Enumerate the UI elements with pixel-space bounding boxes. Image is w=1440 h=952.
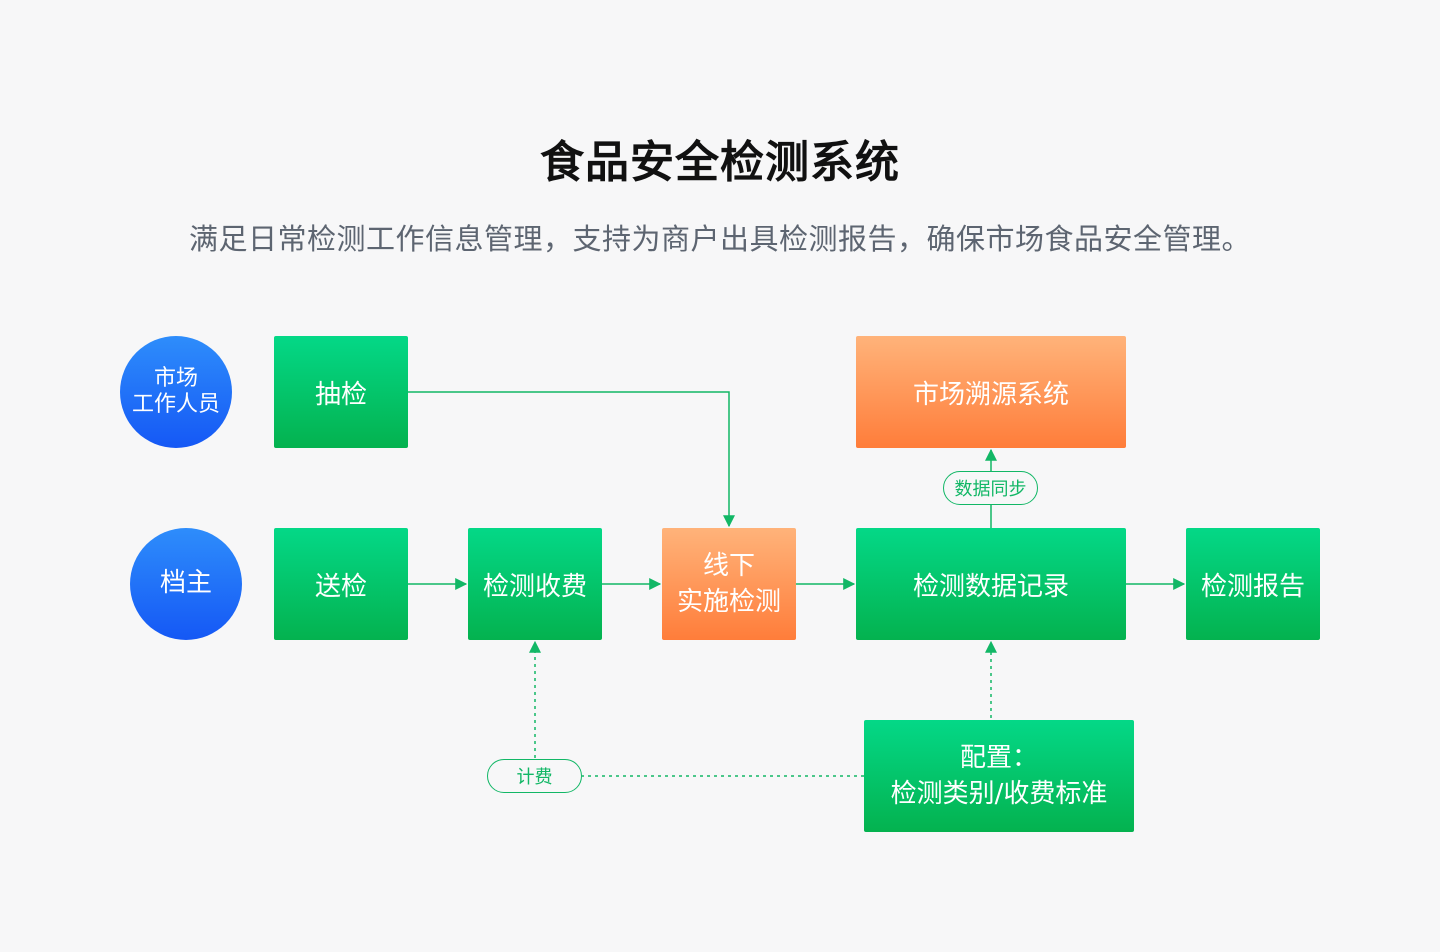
node-config-line1: 配置： — [959, 742, 1038, 773]
node-config: 配置： 检测类别/收费标准 — [864, 720, 1134, 832]
actor-stall-owner: 档主 — [130, 528, 242, 640]
node-test-data-record-label: 检测数据记录 — [912, 571, 1069, 602]
edge-label-billing: 计费 — [487, 759, 582, 793]
edge-label-billing-text: 计费 — [516, 767, 553, 788]
node-spot-check-label: 抽检 — [314, 379, 367, 410]
node-traceability-system-label: 市场溯源系统 — [912, 379, 1069, 410]
node-config-line2: 检测类别/收费标准 — [890, 779, 1108, 809]
node-submit-check-label: 送检 — [314, 571, 367, 602]
node-test-fee: 检测收费 — [468, 528, 602, 640]
actor-market-staff-line2: 工作人员 — [131, 392, 220, 417]
node-test-report-label: 检测报告 — [1200, 571, 1305, 602]
edge-label-data-sync: 数据同步 — [943, 471, 1038, 505]
node-spot-check: 抽检 — [274, 336, 408, 448]
actor-market-staff-line1: 市场 — [153, 365, 198, 391]
node-test-fee-label: 检测收费 — [482, 571, 587, 602]
edge-spot-check-to-offline-test — [408, 391, 735, 528]
actor-stall-owner-label: 档主 — [159, 568, 212, 599]
actor-market-staff: 市场 工作人员 — [120, 336, 232, 448]
node-offline-test-line1: 线下 — [702, 550, 755, 581]
node-offline-test: 线下 实施检测 — [662, 528, 796, 640]
page-title: 食品安全检测系统 — [540, 137, 900, 188]
page-subtitle: 满足日常检测工作信息管理，支持为商户出具检测报告，确保市场食品安全管理。 — [188, 222, 1251, 256]
node-test-data-record: 检测数据记录 — [856, 528, 1126, 640]
node-traceability-system: 市场溯源系统 — [856, 336, 1126, 448]
node-offline-test-line2: 实施检测 — [676, 587, 781, 617]
node-submit-check: 送检 — [274, 528, 408, 640]
edge-label-data-sync-text: 数据同步 — [954, 479, 1027, 500]
node-test-report: 检测报告 — [1186, 528, 1320, 640]
